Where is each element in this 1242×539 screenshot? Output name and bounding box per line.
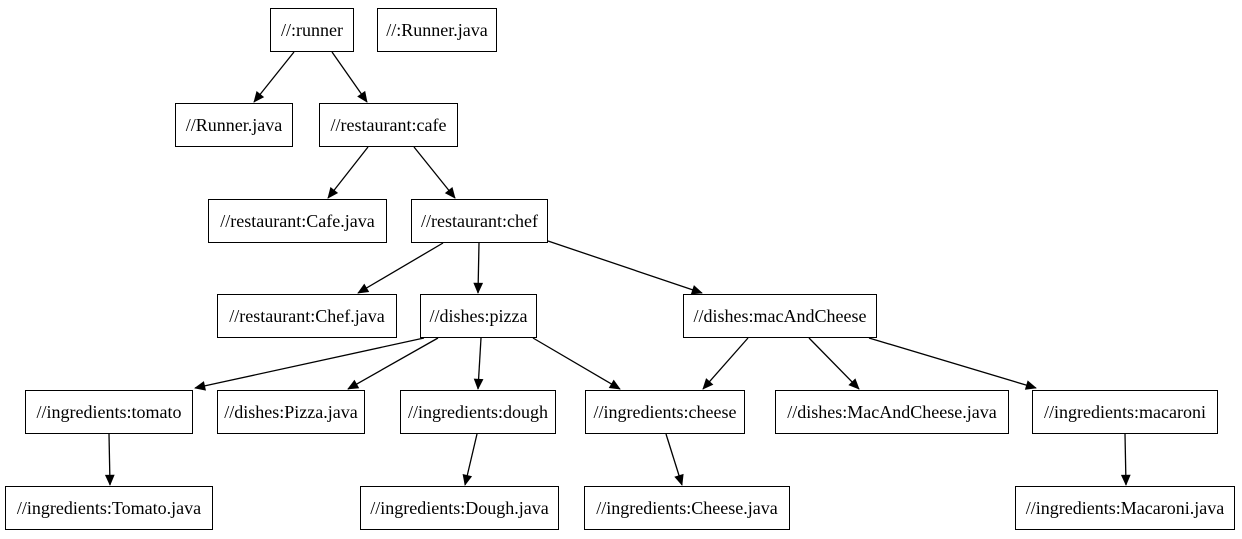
node-cafe-java: //restaurant:Cafe.java — [208, 199, 387, 243]
edge-cheese-to-cheese-java — [665, 433, 684, 486]
node-tomato: //ingredients:tomato — [25, 390, 193, 434]
edge-pizza-to-cheese — [532, 337, 621, 390]
node-cafe: //restaurant:cafe — [319, 103, 458, 147]
node-mac-and-cheese-java: //dishes:MacAndCheese.java — [775, 390, 1009, 434]
edge-chef-to-mac-and-cheese — [547, 240, 703, 295]
edge-pizza-to-tomato — [194, 337, 425, 391]
edge-tomato-to-tomato-java — [104, 433, 115, 486]
node-pizza: //dishes:pizza — [420, 294, 537, 338]
node-dough: //ingredients:dough — [400, 390, 556, 434]
edge-macaroni-to-macaroni-java — [1120, 433, 1131, 486]
node-runner: //:runner — [270, 8, 354, 52]
node-cheese-java: //ingredients:Cheese.java — [584, 486, 790, 530]
edge-pizza-to-dough — [473, 337, 484, 390]
node-dough-java: //ingredients:Dough.java — [360, 486, 559, 530]
edge-chef-to-pizza — [473, 242, 484, 294]
edge-group — [104, 51, 1131, 486]
edge-cafe-to-cafe-java — [327, 146, 369, 199]
node-cheese: //ingredients:cheese — [585, 390, 745, 434]
node-macaroni: //ingredients:macaroni — [1032, 390, 1218, 434]
node-runner-java: //Runner.java — [175, 103, 293, 147]
edge-mac-and-cheese-to-macaroni — [868, 337, 1037, 390]
node-runner-java-root: //:Runner.java — [377, 8, 497, 52]
node-pizza-java: //dishes:Pizza.java — [217, 390, 365, 434]
edge-mac-and-cheese-to-cheese — [702, 337, 749, 390]
edge-chef-to-chef-java — [357, 242, 444, 294]
edge-pizza-to-pizza-java — [347, 337, 439, 390]
edge-runner-to-cafe — [331, 51, 368, 103]
node-chef-java: //restaurant:Chef.java — [217, 294, 397, 338]
node-tomato-java: //ingredients:Tomato.java — [5, 486, 213, 530]
edge-dough-to-dough-java — [462, 433, 478, 486]
node-macaroni-java: //ingredients:Macaroni.java — [1015, 486, 1235, 530]
edge-cafe-to-chef — [413, 146, 456, 199]
node-chef: //restaurant:chef — [411, 199, 548, 243]
node-mac-and-cheese: //dishes:macAndCheese — [683, 294, 877, 338]
edge-runner-to-runner-java — [253, 51, 295, 103]
edge-mac-and-cheese-to-mac-and-cheese-java — [808, 337, 860, 390]
